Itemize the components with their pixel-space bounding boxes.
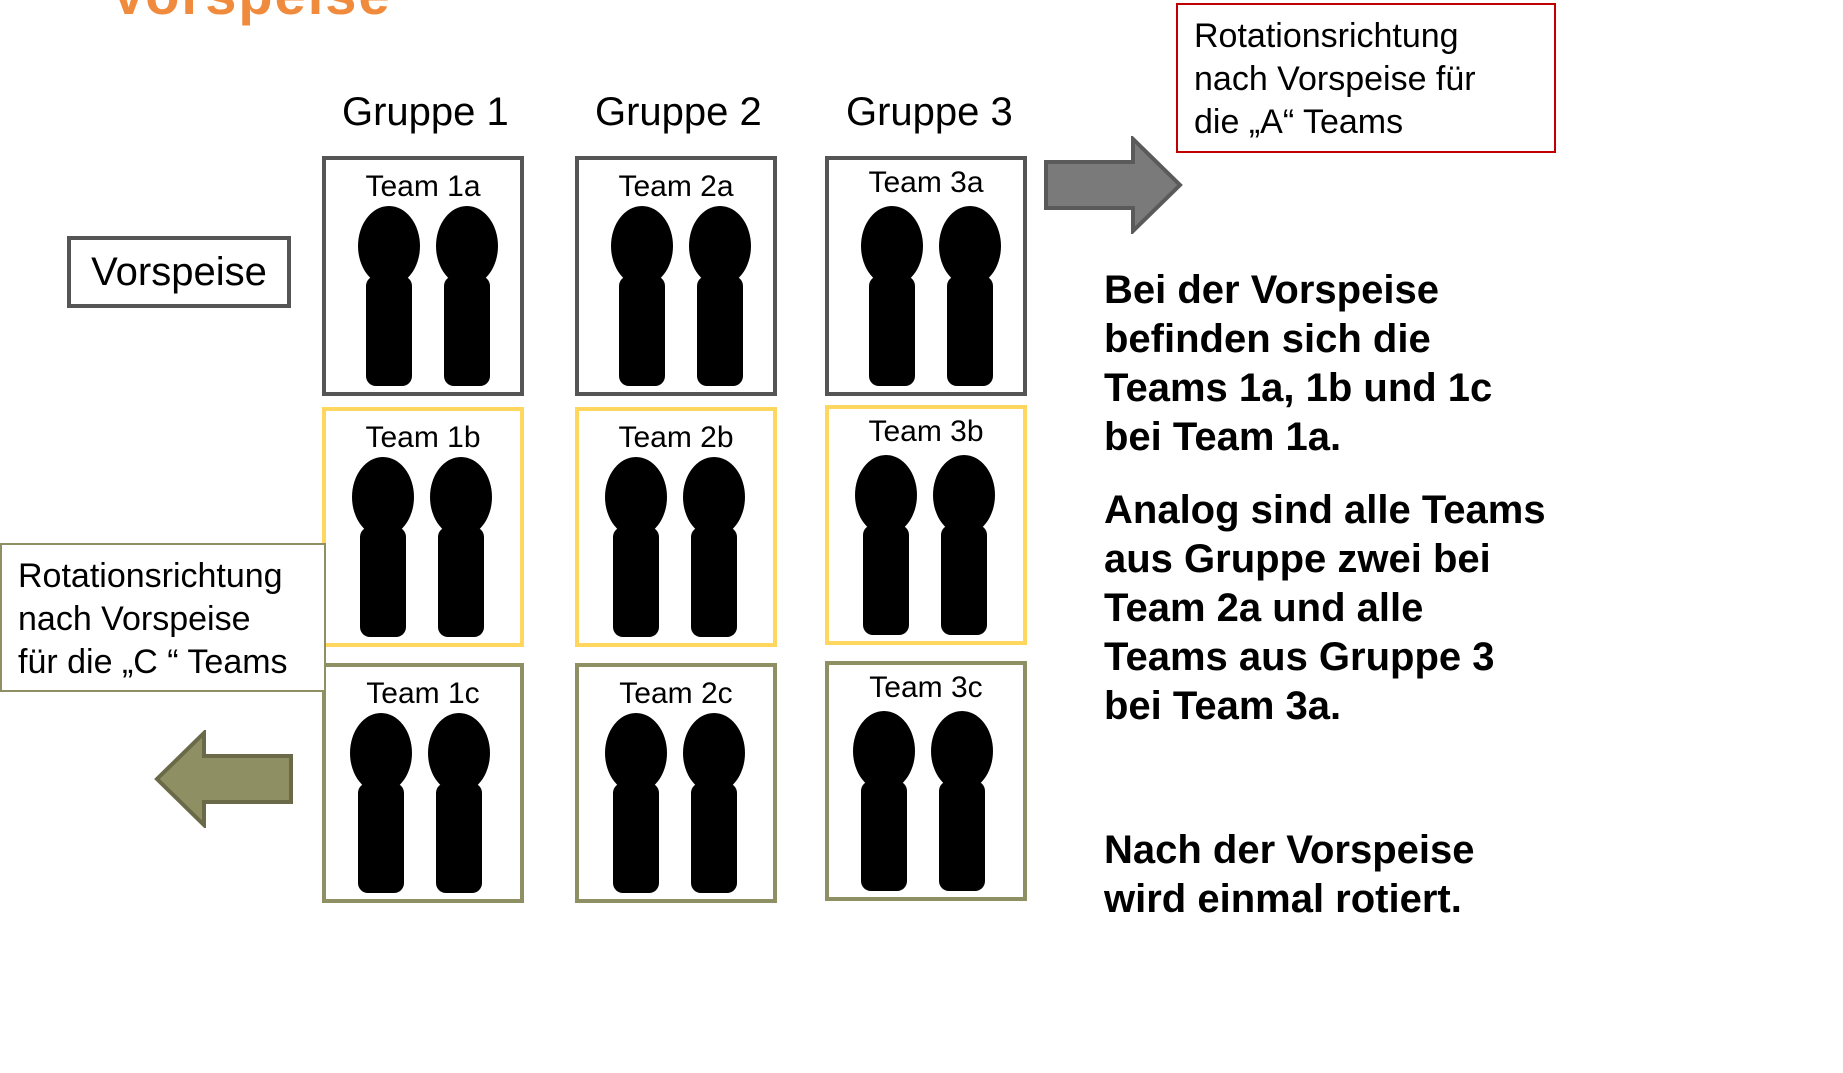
team-name: Team 1c bbox=[366, 677, 480, 710]
team-card-3a: Team 3a bbox=[825, 156, 1027, 396]
team-name: Team 2c bbox=[619, 677, 733, 710]
note-a-rotation: Rotationsrichtung nach Vorspeise für die… bbox=[1176, 3, 1556, 153]
arrow-left-icon bbox=[154, 730, 293, 828]
person-silhouette-icon bbox=[605, 713, 667, 893]
team-card-2c: Team 2c bbox=[575, 663, 777, 903]
description-paragraph-2: Analog sind alle Teams aus Gruppe zwei b… bbox=[1104, 486, 1546, 731]
person-silhouette-icon bbox=[939, 206, 1001, 386]
team-card-2b: Team 2b bbox=[575, 407, 777, 647]
person-silhouette-icon bbox=[430, 457, 492, 637]
note-line: nach Vorspeise bbox=[18, 600, 251, 638]
group-label-3: Gruppe 3 bbox=[846, 90, 1013, 134]
team-name: Team 3b bbox=[868, 415, 984, 448]
person-silhouette-icon bbox=[689, 206, 751, 386]
team-name: Team 3c bbox=[869, 671, 983, 704]
person-silhouette-icon bbox=[352, 457, 414, 637]
description-line: Analog sind alle Teams bbox=[1104, 488, 1546, 532]
team-card-3c: Team 3c bbox=[825, 661, 1027, 901]
team-name: Team 3a bbox=[868, 166, 984, 199]
team-name: Team 2b bbox=[618, 421, 734, 454]
note-line: Rotationsrichtung bbox=[18, 557, 283, 595]
person-silhouette-icon bbox=[436, 206, 498, 386]
description-line: bei Team 3a. bbox=[1104, 684, 1342, 728]
course-label: Vorspeise bbox=[67, 236, 291, 308]
description-line: befinden sich die bbox=[1104, 317, 1431, 361]
note-line: nach Vorspeise für bbox=[1194, 60, 1476, 98]
person-silhouette-icon bbox=[853, 711, 915, 891]
team-card-1c: Team 1c bbox=[322, 663, 524, 903]
group-label-1: Gruppe 1 bbox=[342, 90, 509, 134]
team-name: Team 1b bbox=[365, 421, 481, 454]
person-silhouette-icon bbox=[428, 713, 490, 893]
person-silhouette-icon bbox=[350, 713, 412, 893]
note-line: die „A“ Teams bbox=[1194, 103, 1404, 141]
person-silhouette-icon bbox=[933, 455, 995, 635]
person-silhouette-icon bbox=[605, 457, 667, 637]
description-paragraph-3: Nach der Vorspeise wird einmal rotiert. bbox=[1104, 826, 1475, 924]
description-line: bei Team 1a. bbox=[1104, 415, 1342, 459]
team-card-1a: Team 1a bbox=[322, 156, 524, 396]
description-line: Teams 1a, 1b und 1c bbox=[1104, 366, 1493, 410]
slide-title: Vorspeise bbox=[110, 0, 392, 27]
person-silhouette-icon bbox=[683, 457, 745, 637]
note-c-rotation: Rotationsrichtung nach Vorspeise für die… bbox=[0, 543, 326, 692]
team-name: Team 2a bbox=[618, 170, 734, 203]
person-silhouette-icon bbox=[931, 711, 993, 891]
description-line: Bei der Vorspeise bbox=[1104, 268, 1439, 312]
person-silhouette-icon bbox=[855, 455, 917, 635]
description-paragraph-1: Bei der Vorspeise befinden sich die Team… bbox=[1104, 266, 1492, 462]
team-name: Team 1a bbox=[365, 170, 481, 203]
description-line: Team 2a und alle bbox=[1104, 586, 1424, 630]
team-card-3b: Team 3b bbox=[825, 405, 1027, 645]
person-silhouette-icon bbox=[358, 206, 420, 386]
group-label-2: Gruppe 2 bbox=[595, 90, 762, 134]
person-silhouette-icon bbox=[861, 206, 923, 386]
note-line: für die „C “ Teams bbox=[18, 643, 288, 681]
note-line: Rotationsrichtung bbox=[1194, 17, 1459, 55]
team-card-1b: Team 1b bbox=[322, 407, 524, 647]
team-card-2a: Team 2a bbox=[575, 156, 777, 396]
description-line: aus Gruppe zwei bei bbox=[1104, 537, 1491, 581]
description-line: Teams aus Gruppe 3 bbox=[1104, 635, 1495, 679]
person-silhouette-icon bbox=[683, 713, 745, 893]
person-silhouette-icon bbox=[611, 206, 673, 386]
description-line: Nach der Vorspeise bbox=[1104, 828, 1475, 872]
arrow-right-icon bbox=[1044, 136, 1183, 234]
description-line: wird einmal rotiert. bbox=[1104, 877, 1462, 921]
